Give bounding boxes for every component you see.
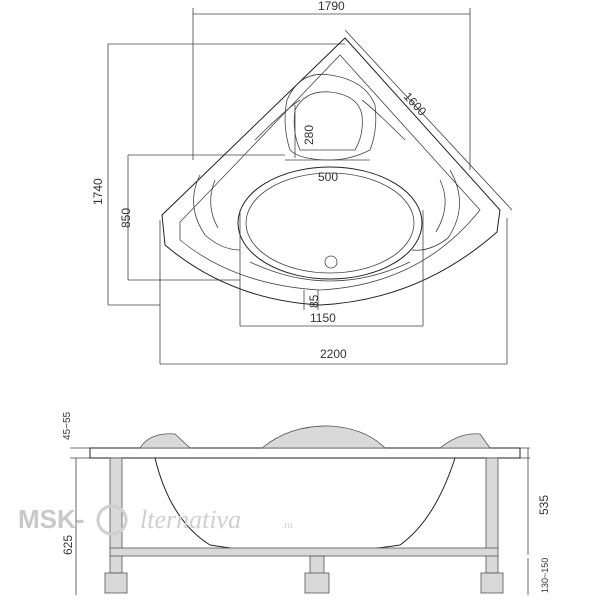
tub-rim — [89, 447, 521, 459]
dim-535: 535 — [537, 495, 551, 515]
headrest-curve-left — [254, 99, 301, 141]
dim-280: 280 — [302, 125, 316, 145]
tub-inner-rim — [179, 54, 481, 291]
watermark-prefix: MSK- — [18, 504, 84, 534]
dim-line-1600 — [344, 29, 513, 211]
watermark-at-icon — [96, 504, 128, 536]
right-lobe-inner — [435, 179, 446, 233]
center-headrest — [260, 425, 386, 449]
watermark: MSK- lternativa .ru — [18, 504, 293, 536]
dim-850: 850 — [119, 208, 133, 228]
foot-left — [104, 572, 128, 594]
dim-1790: 1790 — [318, 0, 345, 13]
foot-center — [304, 572, 330, 594]
frame-crossbar — [109, 547, 499, 557]
dim-85: 85 — [307, 294, 321, 308]
dim-625: 625 — [61, 535, 75, 555]
dim-1150: 1150 — [310, 311, 336, 325]
dim-130-150: 130~150 — [540, 558, 550, 593]
watermark-domain: .ru — [282, 520, 293, 530]
basin-lip — [249, 261, 411, 282]
dim-1740: 1740 — [91, 178, 105, 205]
headrest-outer — [284, 73, 377, 161]
left-headrest — [139, 433, 192, 449]
dim-2200: 2200 — [320, 347, 347, 361]
right-headrest — [438, 433, 491, 449]
left-lobe-inner — [210, 179, 219, 229]
dim-500: 500 — [318, 170, 338, 184]
basin-outer — [237, 166, 423, 280]
drain-icon — [324, 255, 338, 269]
tub-outer-rim — [161, 37, 501, 306]
left-lobe — [193, 174, 241, 251]
headrest-inner — [293, 91, 363, 151]
basin-inner — [245, 172, 415, 274]
headrest-curve-right — [361, 99, 406, 141]
watermark-suffix: lternativa — [140, 505, 241, 534]
dim-45-55: 45~55 — [62, 411, 73, 440]
frame-leg-center — [309, 555, 325, 575]
top-view: 1790 1740 850 1600 280 500 — [91, 0, 513, 365]
foot-right — [480, 572, 504, 594]
side-view: 45~55 625 535 130~150 — [61, 411, 551, 595]
